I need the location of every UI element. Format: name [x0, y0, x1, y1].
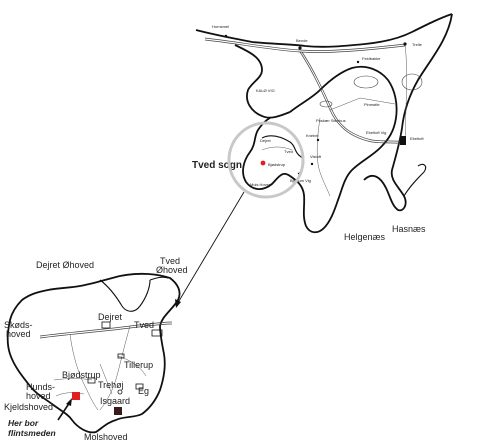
label-tved-overview: Tved	[284, 149, 293, 154]
label-hornsmel: Hornsmel	[212, 24, 229, 29]
detail-road-7	[99, 363, 113, 395]
overview-town-knebel	[316, 138, 320, 142]
label-molshoved: Molshoved	[84, 432, 128, 442]
village-marker-trehoj	[117, 389, 123, 395]
overview-hasnaes-coast	[403, 163, 427, 197]
overview-north-coast	[195, 13, 453, 48]
overview-road-knebel	[316, 117, 331, 197]
overview-road-pin	[329, 97, 396, 111]
label-ebeltoft: Ebeltoft	[410, 136, 424, 141]
label-trehoj: Trehøj	[98, 380, 124, 390]
label-dejret: Dejret	[98, 312, 123, 322]
marker-isgaard	[114, 407, 122, 415]
label-hunds-2: hoved	[26, 391, 51, 401]
label-bende: Bende	[296, 38, 308, 43]
detail-road-2	[39, 323, 173, 339]
label-skods-2: hoved	[6, 329, 31, 339]
village-marker-tved	[151, 329, 163, 337]
label-dejret-oehoved: Dejret Øhoved	[36, 260, 94, 270]
label-poskaer-stenhus: Poskær Stenhus	[316, 118, 346, 123]
label-bjerrum-vig: Bjerrum Vig	[290, 178, 311, 183]
overview-marker-bjodstrup	[260, 160, 266, 166]
callout-circle	[227, 121, 305, 199]
label-feldbakke: Feldbakke	[362, 56, 381, 61]
detail-road-5	[117, 355, 147, 377]
label-eg: Eg	[138, 386, 149, 396]
village-marker-tillerup	[117, 353, 125, 359]
detail-tved-oehoved-coast	[149, 276, 169, 281]
overview-road-south2	[301, 51, 406, 143]
label-ebeltoft-vig: Ebeltoft Vig	[366, 130, 386, 135]
flintsmed-pointer-head	[66, 398, 72, 406]
overview-town-trelle	[403, 42, 407, 46]
village-marker-eg	[135, 383, 144, 390]
overview-town-ebeltoft	[400, 136, 406, 145]
overview-kalo-shore	[234, 44, 291, 119]
overview-map: Hornsmel Bende Trelle Feldbakke KALØ VIG…	[192, 13, 453, 242]
overview-mols-coast	[242, 65, 398, 234]
overview-road-tved	[261, 146, 293, 151]
detail-road-6	[53, 378, 93, 381]
label-trelle: Trelle	[412, 42, 423, 47]
label-hunds-1: Hunds-	[26, 382, 55, 392]
label-knebel: Knebel	[306, 133, 319, 138]
village-marker-dejret	[101, 321, 111, 329]
label-tillerup: Tillerup	[124, 360, 153, 370]
detail-dejret-oehoved-coast	[99, 279, 151, 312]
label-tved: Tved	[134, 320, 154, 330]
detail-road-8	[55, 392, 85, 397]
label-helgenaes: Helgenæs	[344, 232, 386, 242]
label-dejret-overview: Dejret	[260, 138, 272, 143]
label-kalo-vig: KALØ VIG	[256, 88, 275, 93]
overview-road-trelle	[404, 43, 407, 145]
detail-map: Dejret Øhoved Tved Øhoved Dejret Tved Sk…	[4, 256, 188, 442]
overview-town-vistoft	[310, 162, 314, 166]
label-tved-sogn: Tved sogn	[192, 160, 242, 171]
overview-lake-1	[353, 75, 379, 89]
detail-road-3	[99, 325, 131, 411]
label-tved-oehoved-2: Øhoved	[156, 265, 188, 275]
overview-road-south	[299, 51, 406, 145]
overview-town-feldbakke	[356, 60, 360, 64]
label-kjeldshoved: Kjeldshoved	[4, 402, 53, 412]
label-mols-hoved-overview: Mols Hoved	[250, 182, 271, 187]
label-hasnaes: Hasnæs	[392, 224, 426, 234]
note-flintsmeden: flintsmeden	[8, 428, 56, 438]
label-bjodstrup: Bjødstrup	[62, 370, 101, 380]
label-bjodstrup-overview: Bjødstrup	[268, 162, 286, 167]
label-isgaard: Isgaard	[100, 396, 130, 406]
overview-east-coast	[363, 13, 453, 212]
label-skods-1: Skøds-	[4, 320, 33, 330]
note-her-bor: Her bor	[8, 418, 39, 428]
marker-flintsmed	[72, 392, 80, 400]
overview-town-hornsmel	[224, 34, 228, 38]
label-pinmolle: Pinmølle	[364, 102, 380, 107]
overview-lake-2	[401, 73, 423, 91]
village-marker-bjodstrup	[87, 377, 96, 384]
detail-coastline	[6, 272, 181, 434]
overview-town-bende	[298, 46, 302, 50]
overview-lake-3	[319, 100, 333, 108]
label-tved-oehoved-1: Tved	[160, 256, 180, 266]
callout-arrow	[175, 191, 245, 308]
label-vistoft: Vistoft	[310, 154, 322, 159]
flintsmed-pointer	[57, 401, 71, 421]
detail-road-4	[69, 333, 99, 411]
overview-road-north	[204, 37, 406, 51]
